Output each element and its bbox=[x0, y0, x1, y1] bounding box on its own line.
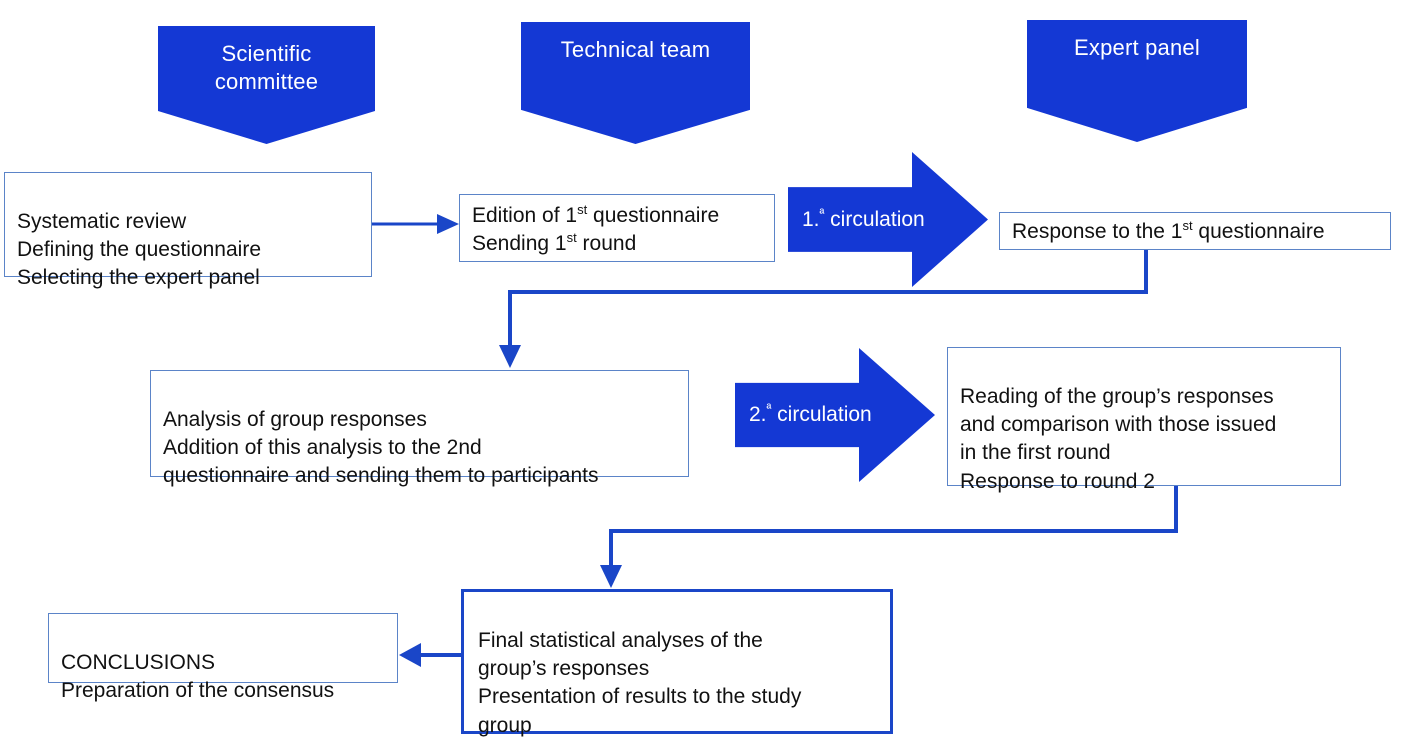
box-conclusions: CONCLUSIONS Preparation of the consensus bbox=[48, 613, 398, 702]
arrow-second-circulation: 2.ª circulation bbox=[735, 348, 935, 482]
banner-expert-panel-label: Expert panel bbox=[1074, 35, 1200, 60]
box-analysis-group-responses: Analysis of group responses Addition of … bbox=[150, 370, 689, 487]
connector-final-to-conclusions bbox=[399, 643, 461, 667]
box-response-first-questionnaire: Response to the 1st questionnaire bbox=[999, 212, 1391, 250]
arrow-second-circulation-label: 2.ª circulation bbox=[749, 401, 872, 427]
box-conclusions-text: CONCLUSIONS Preparation of the consensus bbox=[61, 651, 335, 703]
box-final-statistical-analyses: Final statistical analyses of the group’… bbox=[461, 589, 893, 737]
box-response1-line-1: Response to the 1st questionnaire bbox=[1012, 218, 1380, 246]
arrowhead-down-icon-2 bbox=[600, 565, 622, 588]
edition-line2-post: round bbox=[576, 232, 637, 256]
box-edition-line-1: Edition of 1st questionnaire bbox=[472, 202, 764, 230]
banner-technical-team: Technical team bbox=[521, 22, 750, 144]
arrowhead-left-icon bbox=[399, 643, 421, 667]
first-circulation-sup: ª bbox=[819, 205, 825, 221]
edition-line2-pre: Sending 1 bbox=[472, 232, 567, 256]
connector-reading-to-final bbox=[600, 486, 1178, 588]
second-circulation-num: 2. bbox=[749, 403, 767, 426]
edition-line1-sup: st bbox=[577, 202, 588, 217]
box-edition-first-questionnaire: Edition of 1st questionnaire Sending 1st… bbox=[459, 194, 775, 262]
edition-line2-sup: st bbox=[566, 230, 577, 246]
box-final-statistical-analyses-text: Final statistical analyses of the group’… bbox=[478, 629, 802, 737]
edition-line1-post: questionnaire bbox=[587, 204, 720, 227]
arrow-first-circulation: 1.ª circulation bbox=[788, 152, 988, 287]
banner-technical-team-label: Technical team bbox=[560, 37, 711, 62]
box-systematic-review-text: Systematic review Defining the questionn… bbox=[17, 210, 262, 290]
response1-sup: st bbox=[1182, 218, 1193, 233]
box-systematic-review: Systematic review Defining the questionn… bbox=[4, 172, 372, 289]
arrowhead-down-icon bbox=[499, 345, 521, 368]
second-circulation-text: circulation bbox=[771, 403, 872, 426]
banner-scientific-committee: Scientific committee bbox=[158, 26, 375, 144]
second-circulation-sup: ª bbox=[766, 401, 772, 416]
banner-expert-panel: Expert panel bbox=[1027, 20, 1247, 142]
connector-committee-to-technical bbox=[372, 214, 459, 234]
arrowhead-right-icon bbox=[437, 214, 459, 234]
response1-pre: Response to the 1 bbox=[1012, 220, 1183, 243]
banner-scientific-committee-label: Scientific committee bbox=[214, 41, 319, 94]
box-reading-group-responses-text: Reading of the group’s responses and com… bbox=[960, 385, 1277, 493]
edition-line1-pre: Edition of 1 bbox=[472, 204, 578, 227]
first-circulation-text: circulation bbox=[824, 207, 925, 231]
box-reading-group-responses: Reading of the group’s responses and com… bbox=[947, 347, 1341, 493]
box-analysis-group-responses-text: Analysis of group responses Addition of … bbox=[163, 408, 599, 488]
response1-post: questionnaire bbox=[1192, 220, 1325, 243]
box-edition-line-2: Sending 1st round bbox=[472, 230, 764, 258]
arrow-first-circulation-label: 1.ª circulation bbox=[802, 205, 925, 232]
first-circulation-num: 1. bbox=[802, 207, 820, 231]
